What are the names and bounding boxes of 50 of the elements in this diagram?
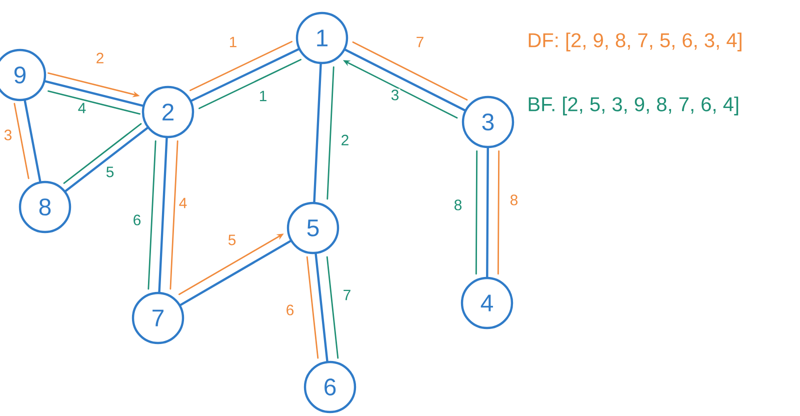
edge-label: 6 bbox=[132, 214, 142, 226]
edge-line bbox=[179, 240, 292, 306]
edge-line bbox=[14, 102, 30, 180]
edge-line bbox=[63, 123, 142, 184]
edge-line bbox=[306, 256, 319, 359]
graph-node: 1 bbox=[296, 12, 348, 64]
edge-label: 3 bbox=[2, 128, 14, 142]
edge-line bbox=[48, 90, 140, 115]
graph-node: 6 bbox=[304, 360, 356, 414]
edge-line bbox=[64, 126, 148, 192]
edge-line bbox=[326, 66, 334, 200]
edge-line bbox=[314, 252, 328, 362]
edge-label: 1 bbox=[258, 90, 268, 102]
edge-label: 8 bbox=[452, 198, 464, 212]
edge-line bbox=[352, 41, 468, 101]
graph-node: 7 bbox=[132, 292, 184, 344]
edge-line bbox=[475, 150, 478, 275]
edge-line bbox=[486, 147, 489, 278]
graph-node: 9 bbox=[0, 48, 46, 102]
graph-node: 4 bbox=[460, 276, 514, 330]
traversal-order-text: DF: [2, 9, 8, 7, 5, 6, 3, 4] bbox=[528, 32, 742, 52]
graph-node: 8 bbox=[18, 180, 72, 234]
graph-node: 3 bbox=[462, 96, 514, 148]
edge-label: 3 bbox=[390, 88, 400, 102]
graph-node: 5 bbox=[286, 202, 340, 254]
edge-line bbox=[313, 62, 322, 204]
edge-label: 5 bbox=[104, 166, 116, 178]
edge-label: 4 bbox=[76, 102, 88, 114]
edge-label: 7 bbox=[342, 288, 352, 302]
edge-line bbox=[190, 48, 300, 102]
edge-label: 5 bbox=[226, 234, 238, 246]
traversal-order-text: BF. [2, 5, 3, 9, 8, 7, 6, 4] bbox=[528, 96, 738, 116]
edge-line bbox=[44, 80, 144, 107]
edge-label: 2 bbox=[340, 134, 350, 146]
edge-label: 7 bbox=[414, 36, 426, 48]
edge-line bbox=[24, 100, 42, 182]
edge-line bbox=[190, 40, 292, 92]
edge-line bbox=[326, 256, 339, 359]
edge-label: 6 bbox=[284, 304, 296, 316]
edge-line bbox=[344, 48, 466, 112]
graph-node: 2 bbox=[142, 86, 194, 138]
edge-line bbox=[198, 58, 302, 110]
edge-label: 4 bbox=[178, 196, 188, 210]
edge-line bbox=[497, 150, 500, 275]
edge-line bbox=[148, 140, 156, 290]
edge-line bbox=[170, 140, 178, 290]
edge-label: 8 bbox=[508, 194, 520, 206]
edge-label: 1 bbox=[228, 36, 238, 48]
edge-line bbox=[158, 136, 168, 294]
edge-label: 2 bbox=[94, 52, 106, 64]
